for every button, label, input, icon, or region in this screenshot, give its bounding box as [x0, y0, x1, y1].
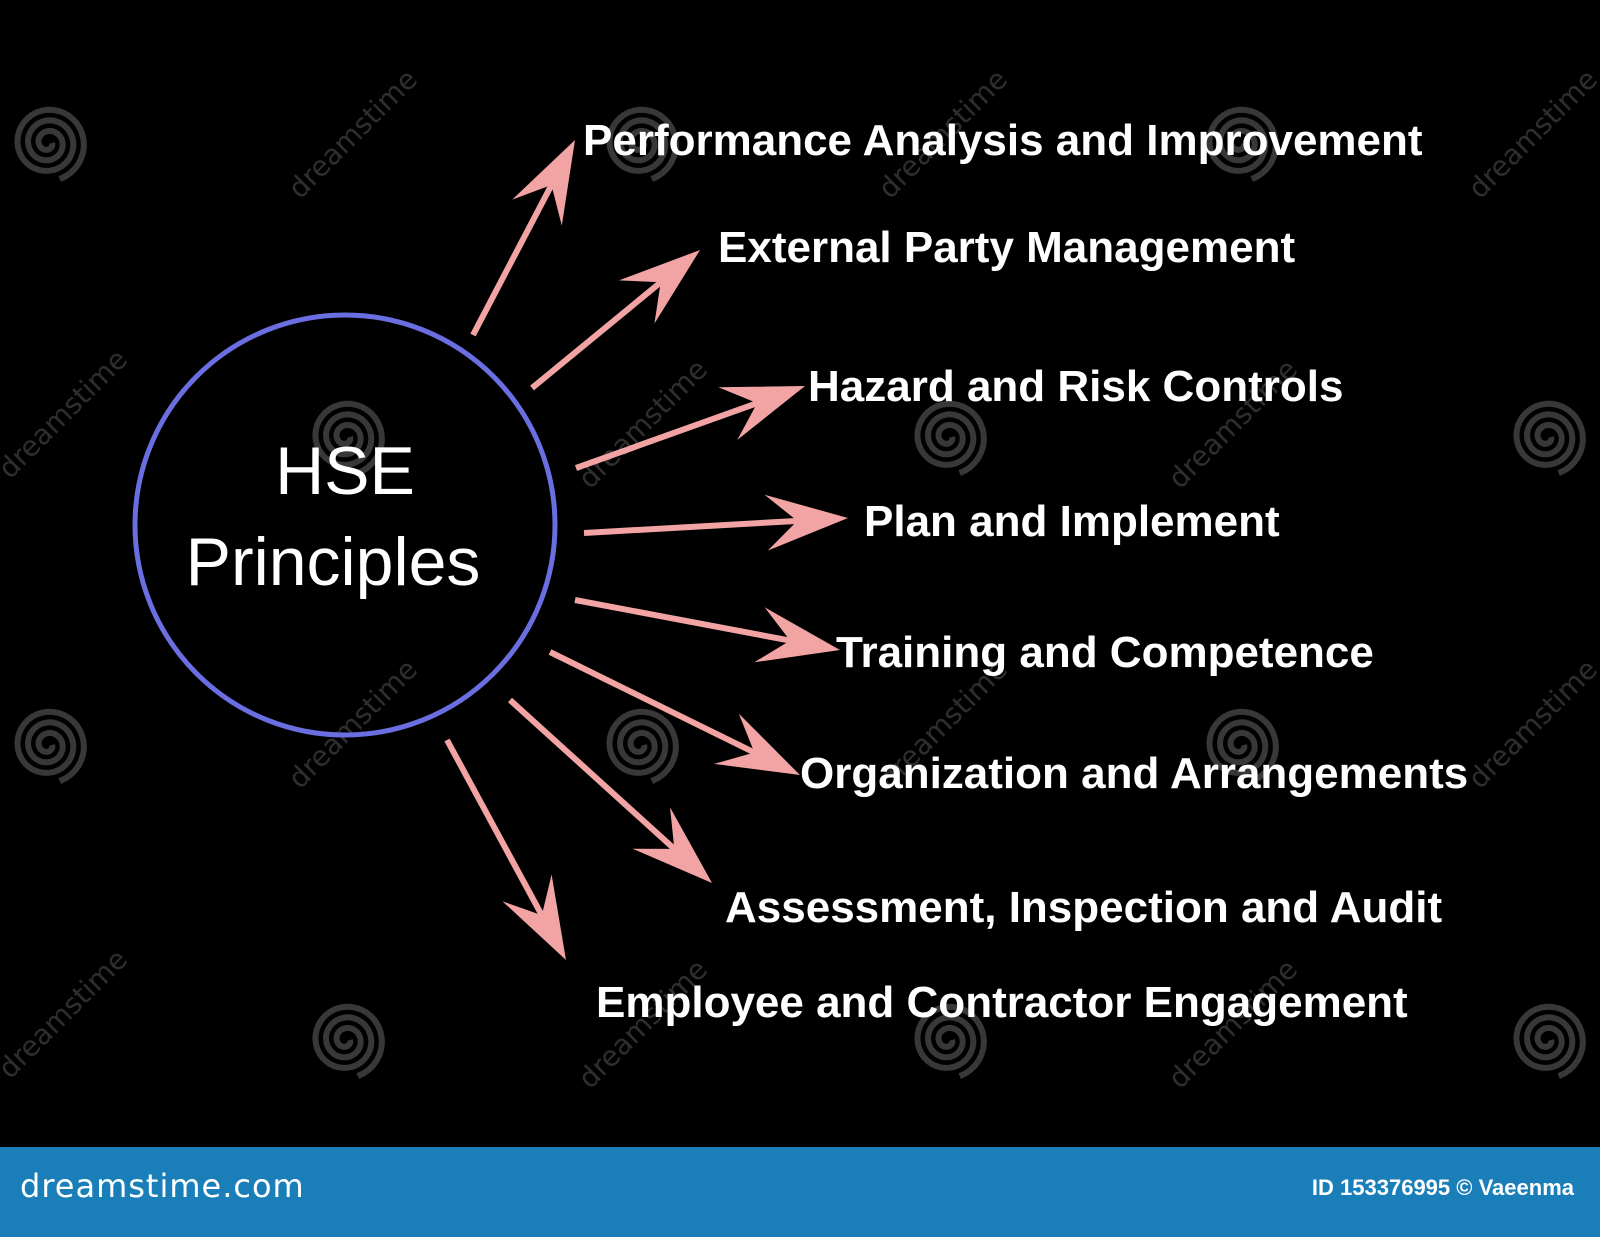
- arrow-performance-shaft: [470, 165, 564, 337]
- arrow-hazard-risk-head: [718, 386, 805, 441]
- arrow-plan-implement-shaft: [583, 516, 819, 536]
- arrow-assessment-head: [632, 807, 712, 883]
- footer-bar: dreamstime.com ID 153376995 © Vaeenma: [0, 1147, 1600, 1237]
- spiral-logo-icon: [14, 708, 87, 784]
- watermark-text: dreamstime: [282, 653, 424, 795]
- principle-label-organization: Organization and Arrangements: [800, 749, 1468, 798]
- principle-label-performance: Performance Analysis and Improvement: [583, 116, 1423, 165]
- spiral-logo-icon: [606, 708, 679, 784]
- arrow-hazard-risk-shaft: [574, 393, 778, 471]
- watermark-text: dreamstime: [0, 943, 134, 1085]
- hse-diagram: dreamstime dreamstime dreamstime dreamstime…: [0, 63, 1600, 1095]
- arrow-group: [444, 140, 848, 960]
- arrow-performance-head: [512, 140, 575, 226]
- arrow-training-head: [754, 607, 840, 663]
- spiral-logo-icon: [1206, 708, 1279, 784]
- principle-label-employee: Employee and Contractor Engagement: [596, 978, 1408, 1027]
- center-title-line1: HSE: [275, 433, 415, 509]
- center-circle: [132, 312, 558, 738]
- arrow-organization-head: [714, 713, 800, 775]
- arrow-assessment-shaft: [507, 697, 692, 866]
- spiral-logo-icon: [914, 400, 987, 476]
- principle-label-assessment: Assessment, Inspection and Audit: [725, 883, 1443, 932]
- center-title-line2: Principles: [186, 524, 481, 600]
- arrow-training-shaft: [574, 597, 812, 648]
- arrow-employee-shaft: [444, 738, 555, 936]
- footer-credit: ID 153376995 © Vaeenma: [1311, 1175, 1574, 1200]
- principle-label-training: Training and Competence: [836, 628, 1374, 677]
- spiral-logo-icon: [914, 1003, 987, 1079]
- spiral-logo-icon: [1513, 400, 1586, 476]
- arrow-organization-shaft: [548, 649, 775, 765]
- watermark-text: dreamstime: [1462, 653, 1600, 795]
- arrow-plan-implement-head: [764, 494, 848, 551]
- principle-label-external-party: External Party Management: [718, 223, 1295, 272]
- principle-label-plan-implement: Plan and Implement: [864, 497, 1280, 546]
- footer-brand: dreamstime.com: [20, 1167, 305, 1205]
- watermark-text: dreamstime: [0, 343, 134, 485]
- spiral-logo-icon: [312, 1003, 385, 1079]
- spiral-logo-icon: [14, 106, 87, 182]
- watermark-text: dreamstime: [282, 63, 424, 205]
- spiral-logo-icon: [1206, 106, 1279, 182]
- arrow-external-party-shaft: [530, 266, 679, 391]
- watermark-text: dreamstime: [1462, 63, 1600, 205]
- spiral-logo-icon: [1513, 1003, 1586, 1079]
- spiral-logo-icon: [312, 400, 385, 476]
- principle-label-hazard-risk: Hazard and Risk Controls: [808, 362, 1343, 411]
- spiral-logo-icon: [606, 106, 679, 182]
- arrow-employee-head: [502, 874, 566, 960]
- arrow-external-party-head: [618, 250, 700, 324]
